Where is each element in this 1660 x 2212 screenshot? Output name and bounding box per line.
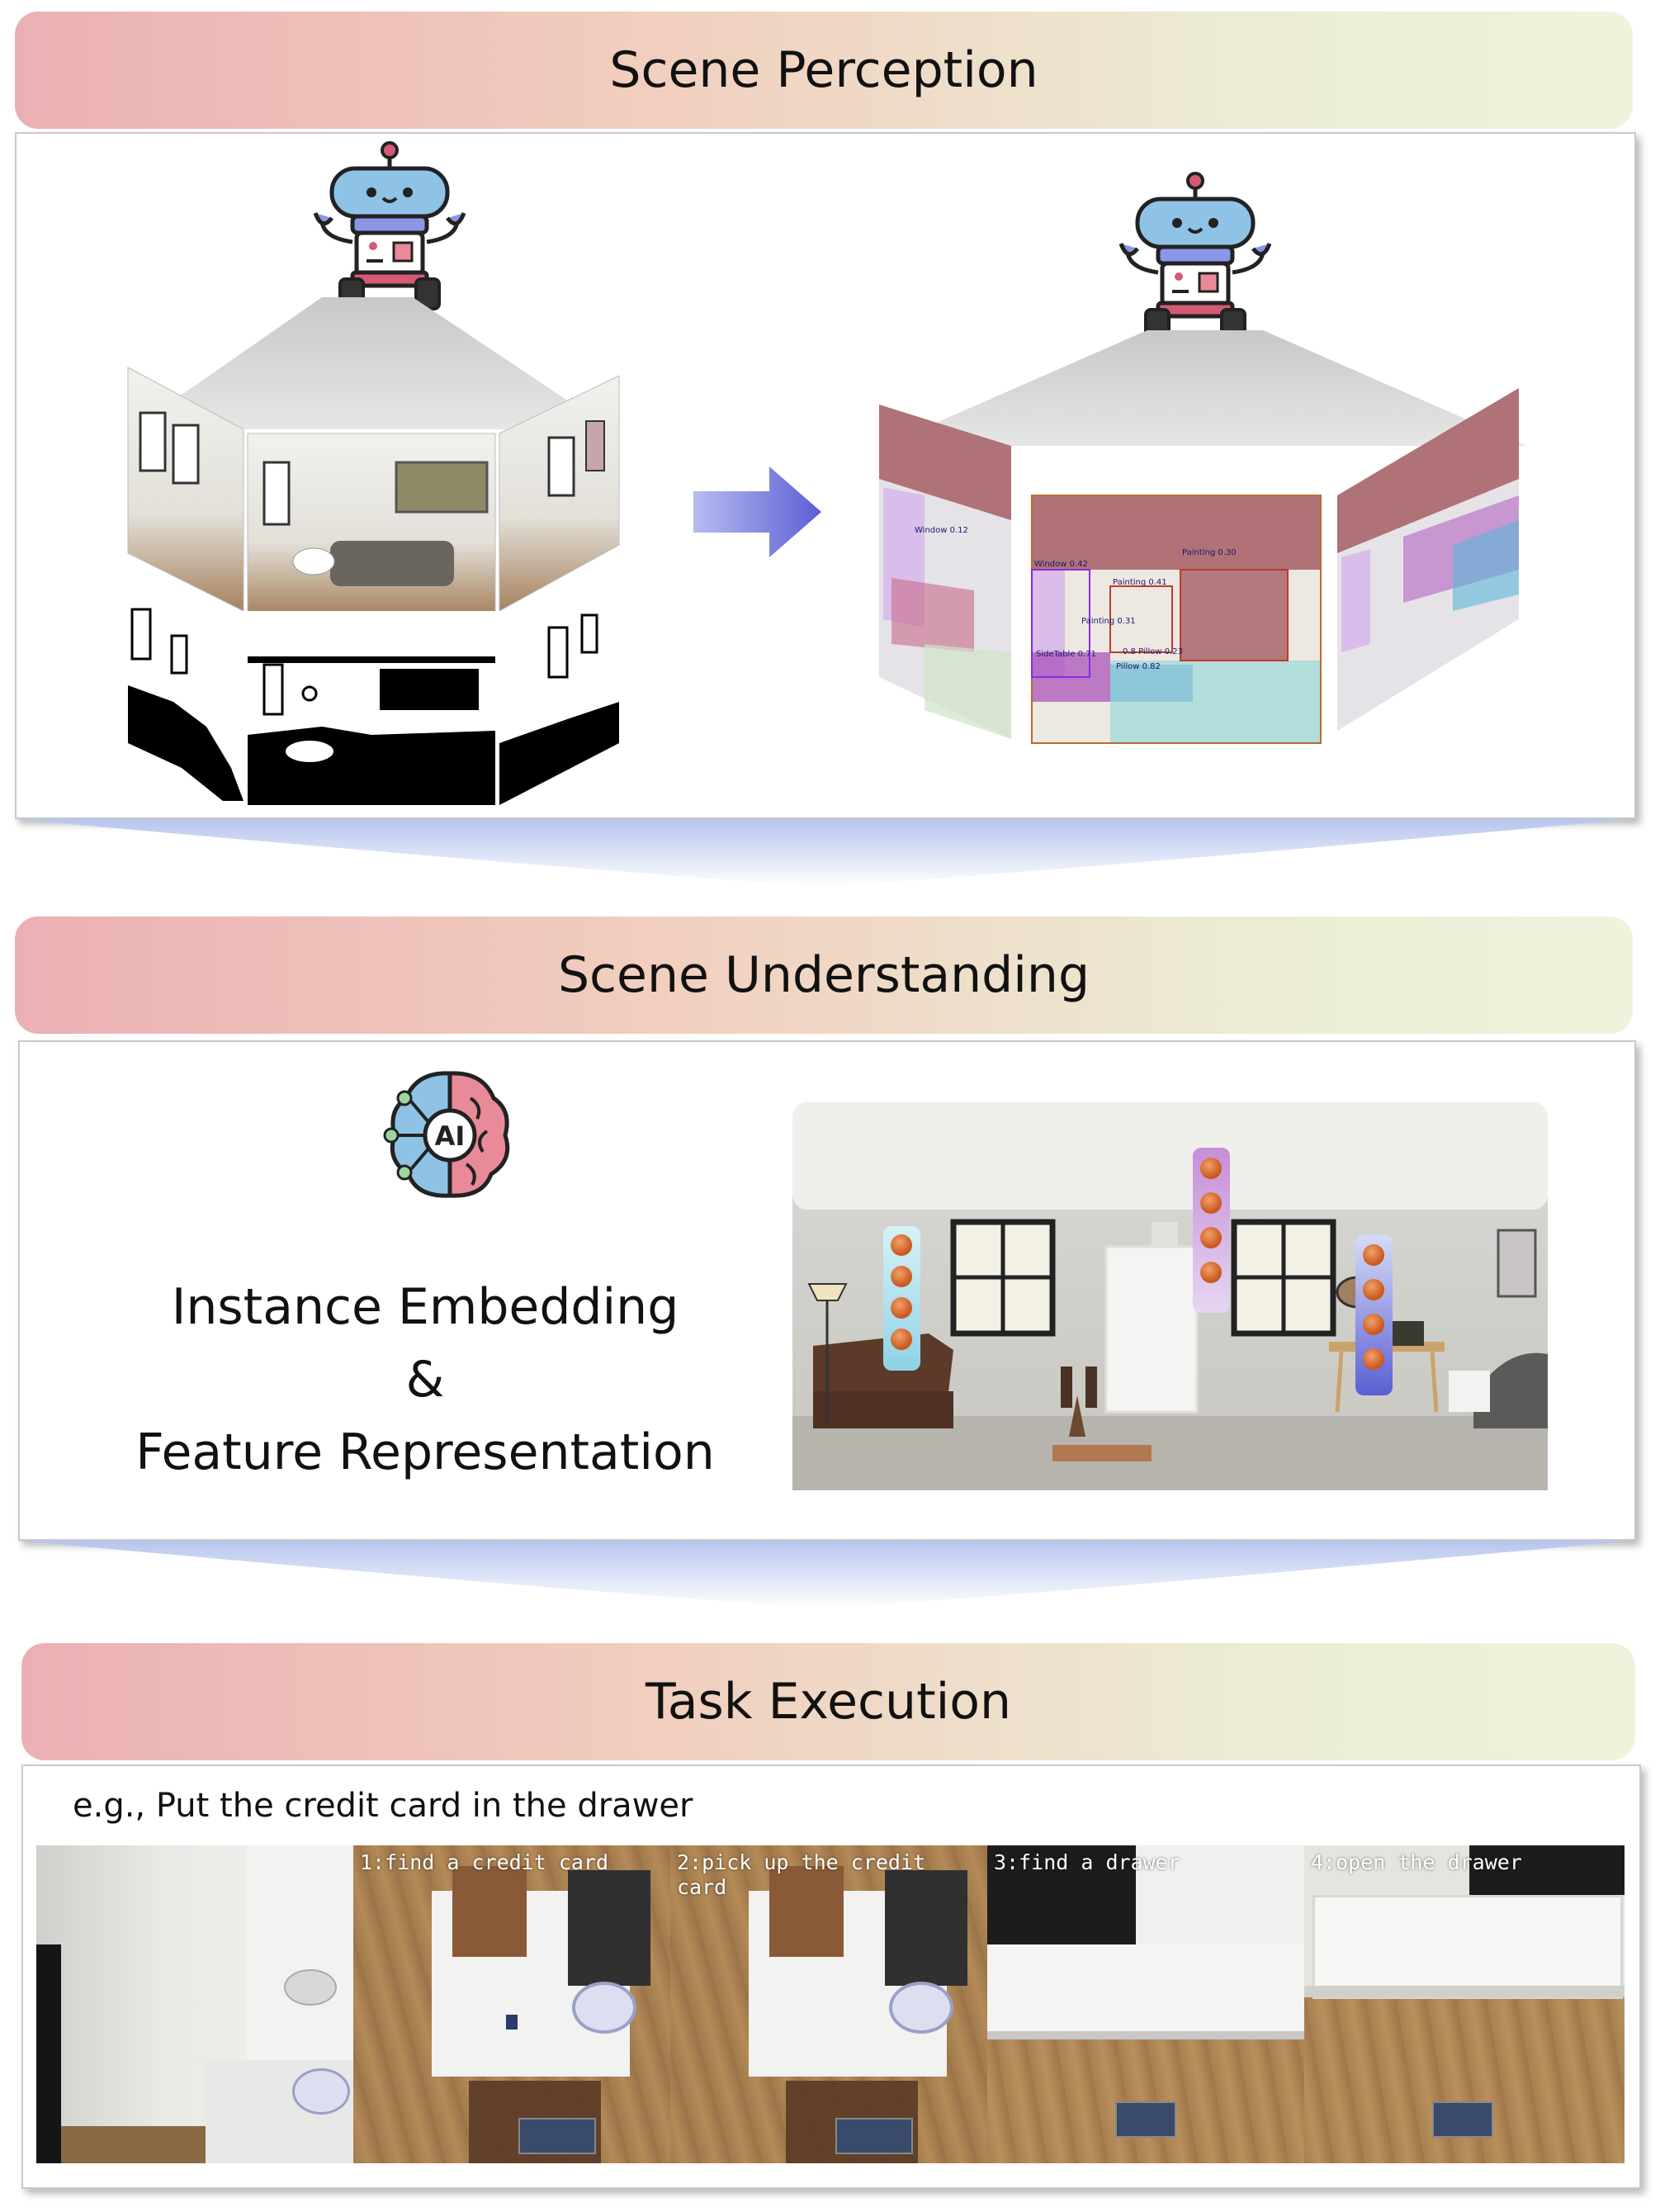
view-cone	[132, 297, 611, 429]
section-title: Scene Understanding	[557, 946, 1090, 1004]
step-caption: 2:pick up the credit card	[677, 1850, 926, 1899]
view-cone	[883, 330, 1527, 446]
detection-label: Window 0.42	[1034, 560, 1088, 569]
section-title: Scene Perception	[609, 41, 1038, 99]
step-caption: 1:find a credit card	[360, 1850, 609, 1874]
scene-embedding-image	[792, 1102, 1548, 1490]
section-header-execution: Task Execution	[21, 1643, 1635, 1760]
task-frame: 4:open the drawer	[1304, 1845, 1625, 2163]
section-title: Task Execution	[646, 1673, 1011, 1731]
task-frame: 1:find a credit card	[353, 1845, 671, 2163]
connector-shape	[15, 819, 1633, 887]
detection-label: Painting 0.41	[1113, 578, 1167, 587]
task-instruction: e.g., Put the credit card in the drawer	[73, 1787, 693, 1825]
section-header-perception: Scene Perception	[15, 12, 1633, 129]
understanding-line-1: Instance Embedding	[171, 1278, 679, 1336]
step-caption: 3:find a drawer	[994, 1850, 1180, 1874]
detection-views: Window 0.12 Window 0.42 Painting 0.30 Pa…	[879, 388, 1519, 744]
detection-label: Pillow 0.82	[1116, 662, 1161, 671]
task-frame: 3:find a drawer	[987, 1845, 1305, 2163]
detection-label: 0.8 Pillow 0.23	[1123, 647, 1183, 656]
connector-shape	[18, 1541, 1633, 1608]
understanding-line-3: Feature Representation	[135, 1423, 715, 1481]
task-frame	[36, 1845, 354, 2163]
robot-icon	[313, 141, 466, 310]
detection-label: Painting 0.30	[1182, 548, 1237, 557]
ai-icon-text: AI	[435, 1120, 466, 1152]
robot-icon	[1118, 172, 1272, 341]
rgb-views	[127, 367, 620, 611]
arrow-right-icon	[693, 467, 821, 557]
understanding-line-2: &	[405, 1351, 445, 1409]
section-header-understanding: Scene Understanding	[15, 917, 1633, 1034]
detection-label: SideTable 0.71	[1036, 650, 1096, 659]
task-frame: 2:pick up the credit card	[670, 1845, 988, 2163]
ai-brain-icon: AI	[383, 1071, 510, 1198]
detection-label: Painting 0.31	[1081, 617, 1136, 626]
detection-label: Window 0.12	[915, 526, 968, 535]
step-caption: 4:open the drawer	[1311, 1850, 1522, 1874]
mask-views	[128, 603, 619, 805]
